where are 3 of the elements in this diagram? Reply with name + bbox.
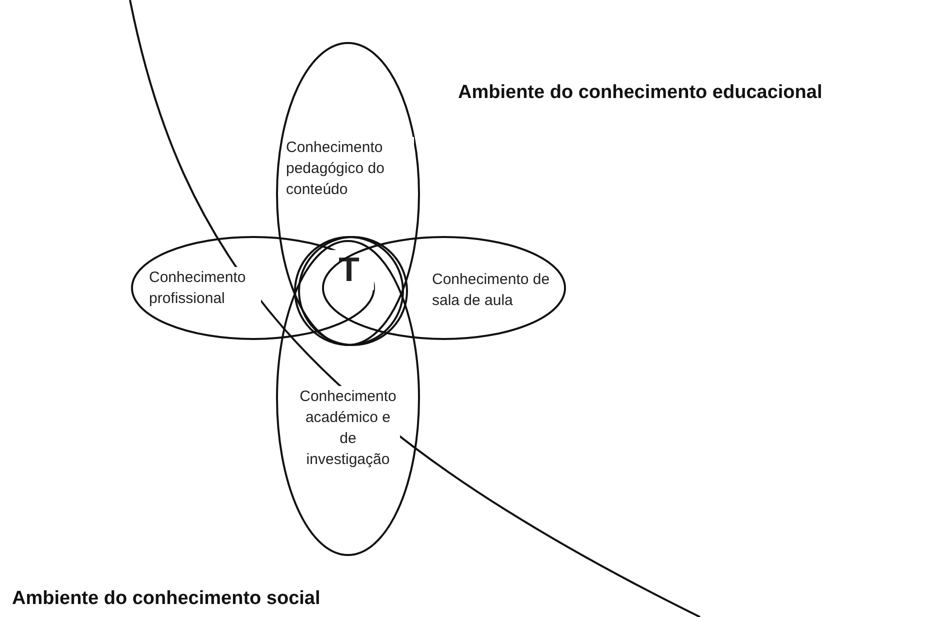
region-title: Ambiente do conhecimento educacional — [458, 82, 822, 104]
region-title: Ambiente do conhecimento social — [12, 588, 320, 610]
ellipse-label: Conhecimento profissional — [149, 267, 261, 309]
